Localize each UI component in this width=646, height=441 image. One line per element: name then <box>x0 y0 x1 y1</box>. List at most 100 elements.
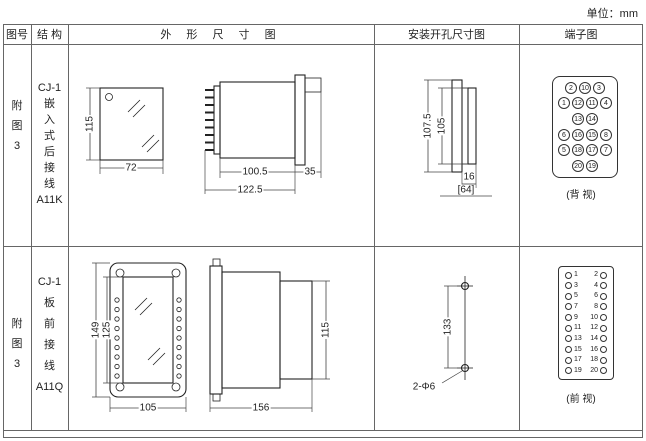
terminal-11: 11 <box>586 97 598 110</box>
terminal-pair-row: 11 12 <box>565 324 607 332</box>
dim-inner-125: 125 <box>101 320 113 340</box>
terminal-number: 12 <box>590 324 598 332</box>
header-outline: 外 形 尺 寸 图 <box>160 29 282 41</box>
terminal-16 <box>600 346 607 354</box>
grid-hline-row2 <box>3 430 643 431</box>
terminal-7: 7 <box>600 144 612 157</box>
terminal-number: 8 <box>594 302 598 310</box>
terminal-number: 6 <box>594 292 598 300</box>
row1-structure-label: CJ-1 嵌 入 式 后 接 线 A11K <box>36 82 63 206</box>
dim-mount-107-5: 107.5 <box>422 112 434 140</box>
dim-body-100-5: 100.5 <box>241 166 269 178</box>
header-structure: 结 构 <box>36 29 63 41</box>
terminal-6: 6 <box>558 128 570 141</box>
terminal-6 <box>600 292 607 300</box>
terminal-20 <box>600 367 607 375</box>
terminal-number: 7 <box>574 302 578 310</box>
terminal-17 <box>565 356 572 364</box>
terminal-20: 20 <box>572 160 584 173</box>
grid-vline-2 <box>68 24 69 430</box>
header-mounting: 安装开孔尺寸图 <box>408 29 485 41</box>
terminal-8: 8 <box>600 128 612 141</box>
dim-hole-spacing-133: 133 <box>442 317 454 337</box>
terminal-17: 17 <box>586 144 598 157</box>
dim-depth-156: 156 <box>251 402 271 414</box>
terminal-19 <box>565 367 572 375</box>
terminal-number: 20 <box>590 366 598 374</box>
terminal-12 <box>600 324 607 332</box>
terminal-12: 12 <box>572 97 584 110</box>
terminal-14 <box>600 335 607 343</box>
terminal-5 <box>565 292 572 300</box>
terminal-number: 19 <box>574 366 582 374</box>
terminal-back-caption: (背 视) <box>566 190 596 201</box>
dim-mount-16: 16 <box>462 171 476 183</box>
dim-holes-2-phi6: 2-Φ6 <box>411 381 437 393</box>
terminal-3: 3 <box>593 81 605 94</box>
table-border <box>3 24 643 438</box>
dim-width-72: 72 <box>124 162 138 174</box>
terminal-18 <box>600 356 607 364</box>
terminal-number: 3 <box>574 281 578 289</box>
terminal-number: 4 <box>594 281 598 289</box>
terminal-number: 1 <box>574 271 578 278</box>
terminal-number: 16 <box>590 345 598 353</box>
terminal-5: 5 <box>558 144 570 157</box>
terminal-10: 10 <box>579 81 591 94</box>
terminal-2 <box>600 271 607 279</box>
terminal-pair-row: 13 14 <box>565 335 607 343</box>
terminal-number: 11 <box>574 324 582 332</box>
terminal-1: 1 <box>558 97 570 110</box>
terminal-number: 10 <box>590 313 598 321</box>
row2-figure-label: 附 图 3 <box>11 318 23 370</box>
terminal-4: 4 <box>600 97 612 110</box>
terminal-number: 17 <box>574 356 582 364</box>
header-figure: 图号 <box>6 29 28 41</box>
terminal-14: 14 <box>586 113 598 126</box>
terminal-number: 5 <box>574 292 578 300</box>
terminal-13: 13 <box>572 113 584 126</box>
dim-front-35: 35 <box>303 166 317 178</box>
terminal-number: 2 <box>594 271 598 278</box>
terminal-7 <box>565 303 572 311</box>
dim-total-122-5: 122.5 <box>236 184 264 196</box>
row1-figure-label: 附 图 3 <box>11 100 23 152</box>
dim-outer-149: 149 <box>90 320 102 340</box>
grid-hline-header <box>3 44 643 45</box>
terminal-15 <box>565 346 572 354</box>
terminal-16: 16 <box>572 128 584 141</box>
unit-label: 单位：mm <box>586 8 638 20</box>
dim-side-115: 115 <box>320 321 332 339</box>
header-terminal: 端子图 <box>564 29 598 41</box>
dim-height-115: 115 <box>84 115 96 133</box>
terminal-13 <box>565 335 572 343</box>
terminal-4 <box>600 282 607 290</box>
terminal-3 <box>565 282 572 290</box>
terminal-1 <box>565 271 572 279</box>
terminal-10 <box>600 314 607 322</box>
terminal-front-caption: (前 视) <box>566 394 596 405</box>
grid-hline-row1 <box>3 246 643 247</box>
terminal-number: 18 <box>590 356 598 364</box>
grid-vline-1 <box>31 24 32 430</box>
terminal-2: 2 <box>565 81 577 94</box>
grid-vline-3 <box>374 24 375 430</box>
terminal-number: 14 <box>590 334 598 342</box>
terminal-number: 15 <box>574 345 582 353</box>
terminal-number: 13 <box>574 334 582 342</box>
terminal-11 <box>565 324 572 332</box>
